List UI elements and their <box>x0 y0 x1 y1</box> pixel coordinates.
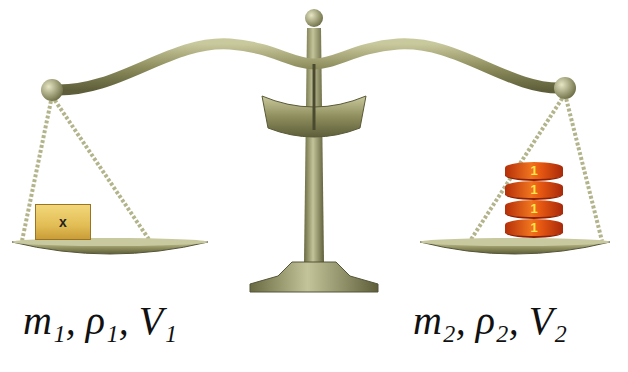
coin-weight: 1 <box>505 162 563 181</box>
quantity-label: m₂, ρ₂, V₂ <box>413 298 567 344</box>
quantity-label: m₁, ρ₁, V₁ <box>23 298 177 344</box>
beam-end <box>41 79 63 101</box>
coin-weight: 1 <box>505 219 563 238</box>
coin-value: 1 <box>530 164 537 177</box>
unknown-block: x <box>35 204 91 240</box>
coin-value: 1 <box>530 183 537 196</box>
coin-value: 1 <box>530 221 537 234</box>
coin-weight: 1 <box>505 181 563 200</box>
pan-rim <box>420 238 610 246</box>
variable-label: x <box>59 214 67 230</box>
coin-value: 1 <box>530 202 537 215</box>
coin-weight: 1 <box>505 200 563 219</box>
pointer <box>313 64 316 130</box>
beam <box>55 44 562 90</box>
base <box>250 262 378 292</box>
beam-end <box>554 77 576 99</box>
finial <box>305 9 323 27</box>
